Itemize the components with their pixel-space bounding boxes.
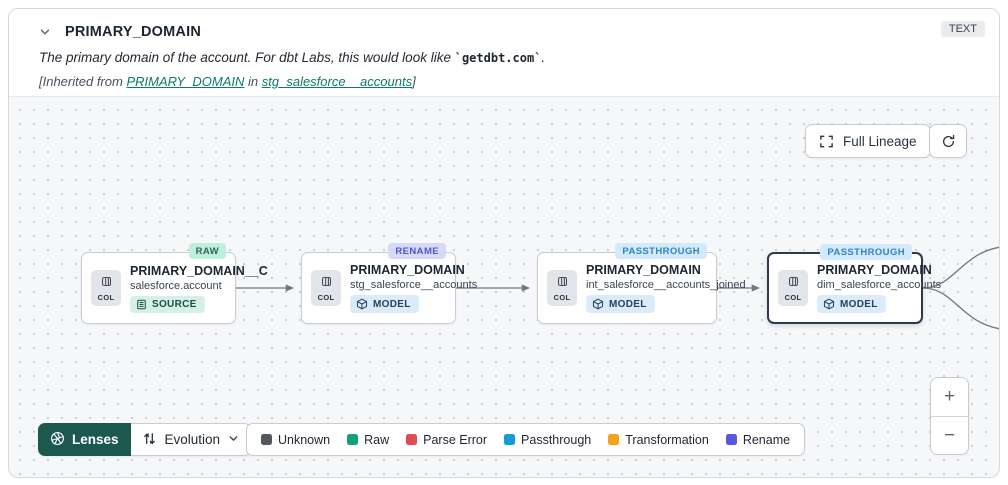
legend-swatch	[261, 434, 272, 445]
database-icon	[136, 299, 147, 310]
inherited-from-line: [Inherited from PRIMARY_DOMAIN in stg_sa…	[39, 74, 985, 89]
inherited-middle: in	[244, 74, 262, 89]
status-badge: RENAME	[388, 243, 446, 259]
lineage-node-stg_salesforce__accounts[interactable]: RENAME COL PRIMARY_DOMAIN stg_salesforce__a…	[301, 243, 478, 324]
legend-swatch	[406, 434, 418, 445]
column-badge: COL	[91, 270, 121, 306]
column-badge: COL	[778, 270, 808, 306]
node-title: PRIMARY_DOMAIN	[586, 263, 701, 277]
lineage-canvas[interactable]: Full Lineage Lenses	[9, 96, 999, 477]
lenses-button[interactable]: Lenses	[38, 423, 131, 456]
zoom-controls: + −	[930, 377, 969, 455]
lens-legend: Unknown Raw Parse Error Passthrough Transfor…	[246, 423, 806, 456]
col-label: COL	[784, 293, 802, 302]
legend-swatch	[608, 434, 620, 445]
inherited-column-link[interactable]: PRIMARY_DOMAIN	[126, 74, 245, 89]
node-subtitle: salesforce.account	[130, 279, 222, 292]
node-title: PRIMARY_DOMAIN__C	[130, 263, 268, 278]
fullscreen-icon	[819, 134, 834, 149]
columns-icon	[321, 274, 332, 292]
lens-selected-value: Evolution	[164, 432, 221, 447]
description-text: The primary domain of the account. For d…	[39, 50, 455, 65]
column-description: The primary domain of the account. For d…	[39, 50, 985, 65]
resource-type-badge: MODEL	[350, 295, 419, 313]
legend-swatch	[504, 434, 516, 445]
legend-label: Passthrough	[521, 432, 592, 447]
full-lineage-label: Full Lineage	[843, 133, 917, 149]
legend-swatch	[347, 434, 359, 445]
lineage-node-int_salesforce__accounts_joined[interactable]: PASSTHROUGH COL PRIMARY_DOMAIN int_salesfor…	[537, 243, 746, 324]
lens-aperture-icon	[50, 431, 65, 449]
legend-label: Raw	[364, 432, 390, 447]
zoom-in-button[interactable]: +	[931, 378, 968, 416]
columns-icon	[788, 274, 799, 292]
legend-label: Transformation	[625, 432, 709, 447]
status-badge: PASSTHROUGH	[615, 243, 707, 259]
col-label: COL	[317, 293, 335, 302]
cube-icon	[592, 298, 604, 310]
node-subtitle: int_salesforce__accounts_joined	[586, 279, 746, 291]
col-label: COL	[553, 293, 571, 302]
column-badge: COL	[547, 270, 577, 306]
status-badge: RAW	[188, 243, 226, 259]
lenses-label: Lenses	[72, 432, 119, 447]
inherited-suffix: ]	[412, 74, 416, 89]
column-badge: COL	[311, 270, 341, 306]
zoom-out-button[interactable]: −	[931, 416, 968, 454]
header: PRIMARY_DOMAIN TEXT The primary domain o…	[9, 9, 999, 96]
legend-item-passthrough: Passthrough	[504, 433, 591, 447]
resource-type-badge: SOURCE	[130, 295, 205, 313]
node-subtitle: stg_salesforce__accounts	[350, 279, 478, 291]
column-type-badge: TEXT	[940, 21, 985, 37]
col-label: COL	[97, 293, 115, 302]
legend-label: Rename	[742, 432, 791, 447]
description-code: `getdbt.com`	[454, 51, 542, 65]
evolution-icon	[142, 431, 157, 449]
cube-icon	[823, 298, 835, 310]
legend-label: Unknown	[278, 432, 331, 447]
legend-item-raw: Raw	[347, 433, 389, 447]
node-title: PRIMARY_DOMAIN	[817, 263, 932, 277]
legend-swatch	[725, 434, 737, 445]
status-badge: PASSTHROUGH	[820, 244, 912, 260]
legend-item-parse-error: Parse Error	[406, 433, 487, 447]
chevron-down-icon[interactable]	[39, 26, 51, 38]
node-title: PRIMARY_DOMAIN	[350, 263, 465, 277]
legend-item-rename: Rename	[725, 432, 791, 447]
columns-icon	[557, 274, 568, 292]
legend-label: Parse Error	[423, 432, 488, 447]
column-lineage-panel: PRIMARY_DOMAIN TEXT The primary domain o…	[8, 8, 1000, 478]
lens-dropdown[interactable]: Evolution	[130, 423, 252, 456]
legend-item-unknown: Unknown	[261, 433, 330, 447]
refresh-icon	[941, 134, 956, 149]
resource-type-badge: MODEL	[586, 295, 655, 313]
full-lineage-button[interactable]: Full Lineage	[805, 124, 931, 158]
cube-icon	[356, 298, 368, 310]
columns-icon	[101, 274, 112, 292]
description-suffix: .	[541, 50, 546, 65]
inherited-prefix: [Inherited from	[39, 74, 127, 89]
resource-type-badge: MODEL	[817, 295, 886, 313]
page-title: PRIMARY_DOMAIN	[65, 24, 201, 40]
inherited-model-link[interactable]: stg_salesforce__accounts	[261, 74, 413, 89]
refresh-button[interactable]	[929, 124, 967, 158]
lenses-bar: Lenses Evolution	[38, 423, 252, 456]
node-subtitle: dim_salesforce_accounts	[817, 279, 942, 291]
lineage-node-dim_salesforce_accounts[interactable]: PASSTHROUGH COL PRIMARY_DOMAIN dim_salesfor…	[767, 244, 942, 324]
legend-item-transformation: Transformation	[608, 433, 709, 447]
chevron-down-icon	[228, 432, 239, 447]
